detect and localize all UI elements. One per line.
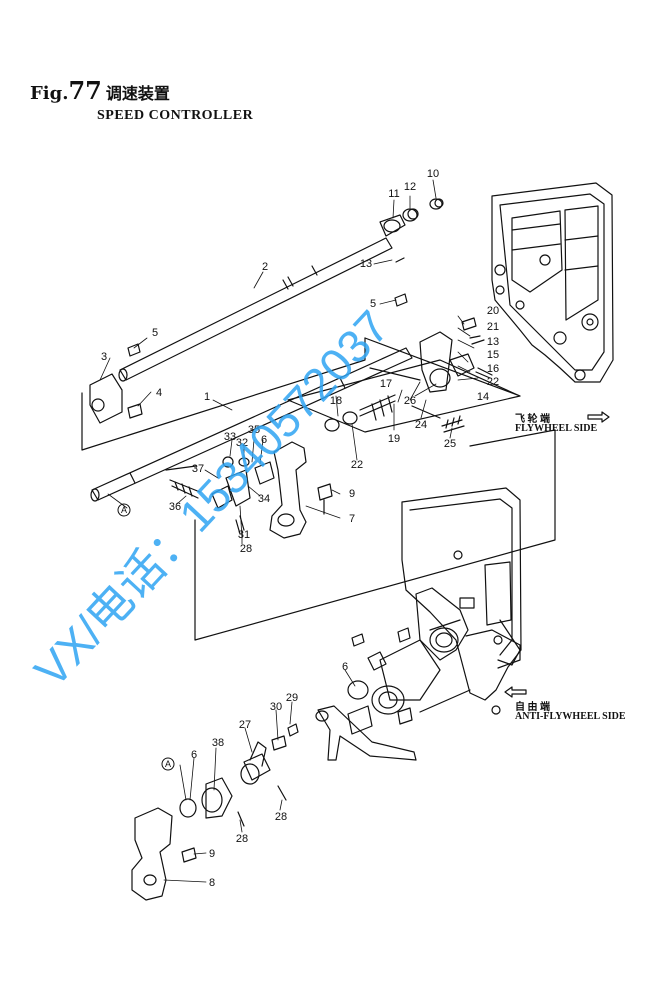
callout-1: 1 bbox=[204, 391, 210, 403]
watermark-text: VX/电话：15340572037 bbox=[24, 300, 399, 696]
callout-18: 18 bbox=[330, 395, 342, 407]
callout-34: 34 bbox=[258, 493, 270, 505]
callout-6: 6 bbox=[191, 749, 197, 761]
callout-12: 12 bbox=[404, 181, 416, 193]
small-lever-cluster bbox=[165, 456, 275, 535]
callout-22: 22 bbox=[487, 376, 499, 388]
anti-flywheel-side-arrow bbox=[504, 686, 527, 698]
callout-4: 4 bbox=[156, 387, 162, 399]
upper-reference-box bbox=[81, 337, 521, 451]
flywheel-side-cn: 飞 轮 端 bbox=[515, 414, 550, 425]
upper-shaft bbox=[118, 237, 393, 382]
callout-13: 13 bbox=[360, 258, 372, 270]
callout-6: 6 bbox=[261, 434, 267, 446]
callout-21: 21 bbox=[487, 321, 499, 333]
callout-33: 33 bbox=[224, 431, 236, 443]
figure-number: 77 bbox=[68, 76, 102, 105]
lower-housing-plate bbox=[401, 487, 522, 715]
callout-24: 24 bbox=[415, 419, 427, 431]
callout-19: 19 bbox=[388, 433, 400, 445]
callout-15: 15 bbox=[487, 349, 499, 361]
callout-9: 9 bbox=[209, 848, 215, 860]
callout-16: 16 bbox=[487, 363, 499, 375]
callout-28: 28 bbox=[275, 811, 287, 823]
callout-14: 14 bbox=[477, 391, 489, 403]
ref-marker-label: A bbox=[121, 505, 127, 515]
figure-title-chinese: 调速装置 bbox=[105, 84, 170, 103]
ref-marker-label: A bbox=[165, 759, 171, 769]
governor-lever-assembly bbox=[324, 317, 493, 433]
callout-30: 30 bbox=[270, 701, 282, 713]
end-block-3 bbox=[89, 293, 408, 424]
callout-36: 36 bbox=[169, 501, 181, 513]
upper-bracket-assembly bbox=[379, 198, 444, 263]
callout-32: 32 bbox=[236, 437, 248, 449]
flywheel-side-arrow bbox=[587, 411, 610, 423]
callout-37: 37 bbox=[192, 463, 204, 475]
lower-fork-lever bbox=[240, 705, 417, 801]
upper-housing-plate bbox=[491, 182, 614, 383]
callout-9: 9 bbox=[349, 488, 355, 500]
figure-subtitle: SPEED CONTROLLER bbox=[97, 108, 254, 123]
callout-27: 27 bbox=[239, 719, 251, 731]
callout-28: 28 bbox=[240, 543, 252, 555]
anti-flywheel-side-cn: 自 由 端 bbox=[515, 702, 550, 713]
ref-marker-a-lower bbox=[161, 757, 175, 771]
callout-29: 29 bbox=[286, 692, 298, 704]
callout-35: 35 bbox=[248, 424, 260, 436]
callout-10: 10 bbox=[427, 168, 439, 180]
flywheel-side-en: FLYWHEEL SIDE bbox=[515, 423, 598, 434]
callout-2: 2 bbox=[262, 261, 268, 273]
callout-7: 7 bbox=[349, 513, 355, 525]
callout-8: 8 bbox=[209, 877, 215, 889]
callout-13: 13 bbox=[487, 336, 499, 348]
callout-38: 38 bbox=[212, 737, 224, 749]
callout-28: 28 bbox=[236, 833, 248, 845]
ref-marker-a-upper bbox=[117, 503, 131, 517]
leader-lines bbox=[99, 179, 479, 883]
callout-5: 5 bbox=[370, 298, 376, 310]
lower-shaft bbox=[90, 347, 413, 502]
lower-reference-box bbox=[194, 429, 556, 641]
anti-flywheel-side-en: ANTI-FLYWHEEL SIDE bbox=[515, 711, 626, 722]
callout-3: 3 bbox=[101, 351, 107, 363]
callout-11: 11 bbox=[388, 188, 399, 200]
callout-6: 6 bbox=[342, 661, 348, 673]
callout-31: 31 bbox=[238, 529, 250, 541]
callout-17: 17 bbox=[380, 378, 392, 390]
callout-20: 20 bbox=[487, 305, 499, 317]
figure-prefix: Fig. bbox=[30, 83, 69, 104]
arm-7 bbox=[269, 441, 333, 539]
bottom-arm-8 bbox=[131, 807, 197, 901]
callout-22: 22 bbox=[351, 459, 363, 471]
callout-26: 26 bbox=[404, 395, 416, 407]
lower-bushing-group bbox=[179, 777, 245, 827]
callout-5: 5 bbox=[152, 327, 158, 339]
callout-25: 25 bbox=[444, 438, 456, 450]
lower-governor-assembly bbox=[347, 587, 471, 735]
